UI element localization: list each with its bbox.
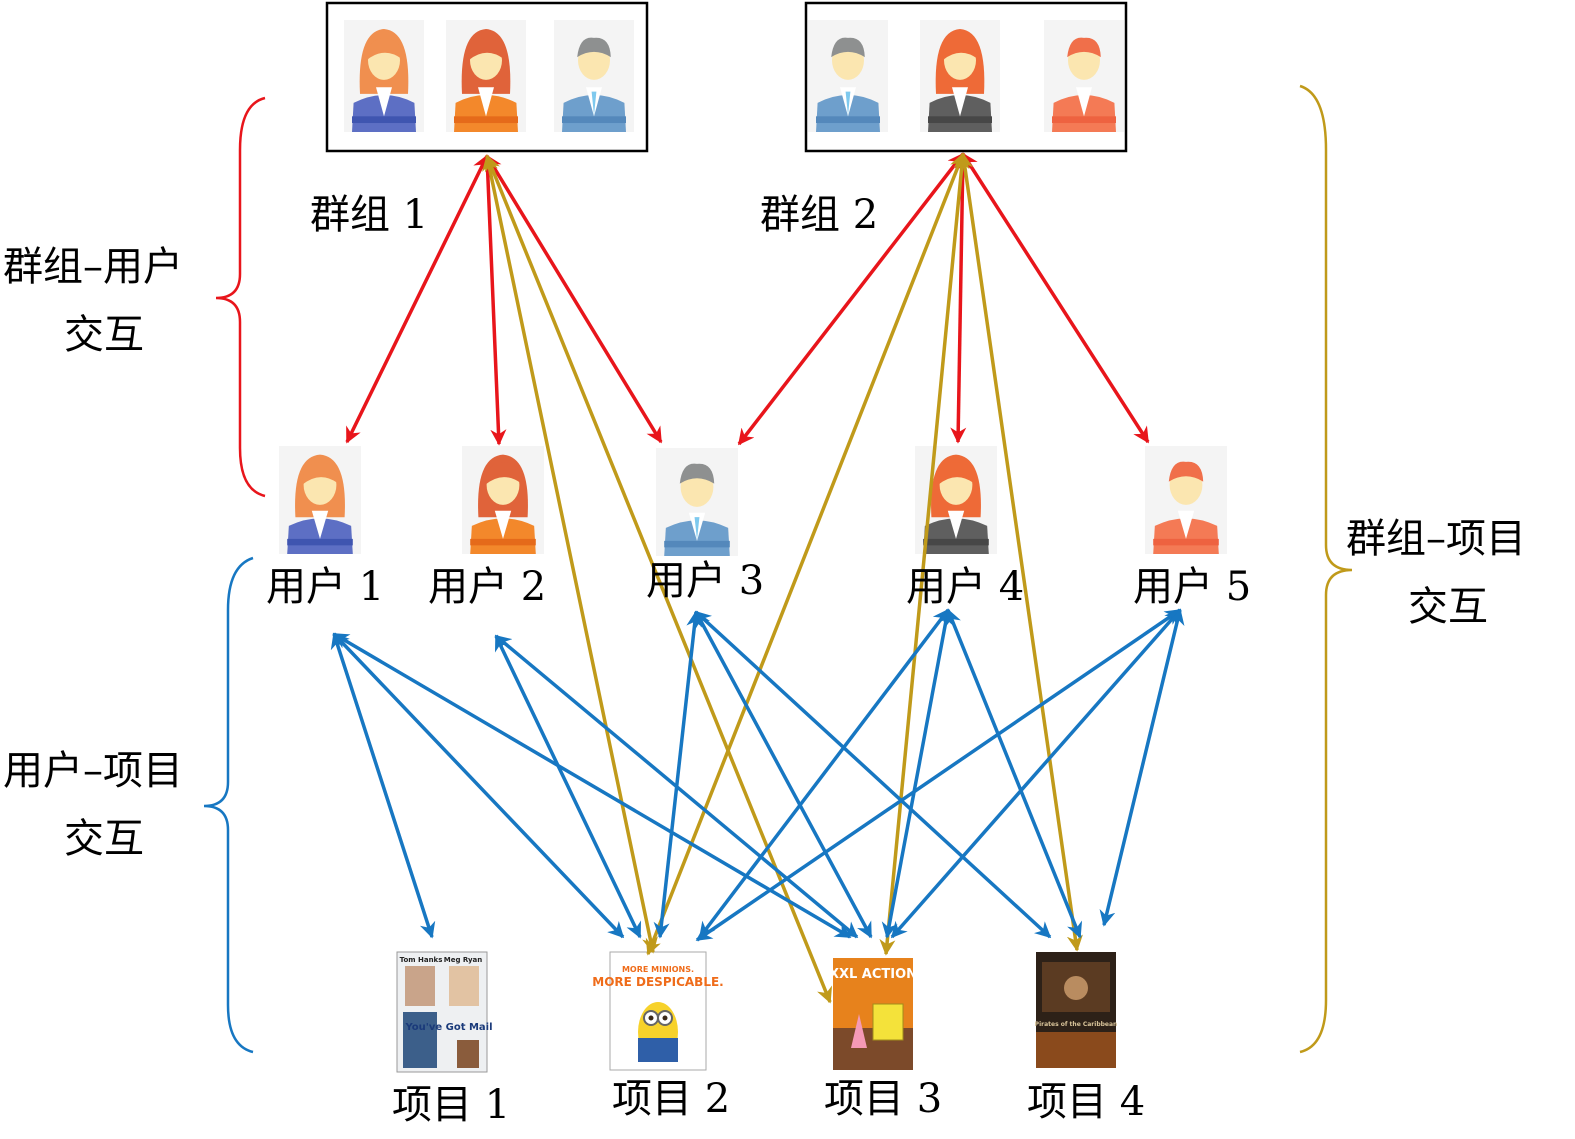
- item-3-label: 项目 3: [824, 1076, 942, 1122]
- user-1-label: 用户 1: [266, 564, 384, 610]
- group-2-member-3-avatar: [1044, 20, 1124, 132]
- group-2-member-1-avatar: [808, 20, 888, 132]
- user-1-item-1-edge: [330, 632, 436, 939]
- user-item-bracket-label-1: 用户–项目: [3, 748, 183, 794]
- group-1-user-3-edge: [485, 154, 663, 444]
- group-1-member-2-avatar: [446, 20, 526, 132]
- user-5-label: 用户 5: [1133, 564, 1251, 610]
- group-user-bracket-label-2: 交互: [64, 312, 144, 358]
- item-4-label: 项目 4: [1027, 1079, 1145, 1125]
- item-2-poster: MORE MINIONS.MORE DESPICABLE.: [592, 951, 724, 1071]
- item-2-label: 项目 2: [612, 1076, 730, 1122]
- item-2-poster-title-1: MORE MINIONS.: [622, 965, 694, 974]
- user-4-label: 用户 4: [906, 564, 1024, 610]
- user-1-avatar: [279, 446, 361, 554]
- user-item-bracket: [203, 556, 254, 1054]
- group-1-member-1-avatar: [344, 20, 424, 132]
- item-1-poster-cast-1: Tom Hanks: [400, 956, 443, 964]
- item-3-poster: XXL ACTION: [829, 958, 917, 1070]
- user-1-item-3-edge: [332, 632, 852, 939]
- group-item-bracket-label-2: 交互: [1408, 584, 1488, 630]
- group-1-member-3-avatar: [554, 20, 634, 132]
- group-user-bracket: [215, 96, 266, 498]
- user-3-avatar: [656, 448, 738, 556]
- item-1-poster-cast-2: Meg Ryan: [444, 956, 483, 964]
- group-1-label: 群组 1: [310, 192, 428, 238]
- item-2-poster-title-2: MORE DESPICABLE.: [592, 975, 723, 989]
- group-2-label: 群组 2: [760, 192, 878, 238]
- item-4-poster-title: Pirates of the Caribbean: [1035, 1021, 1118, 1028]
- user-3-item-4-edge: [694, 610, 1052, 939]
- user-item-bracket-label-2: 交互: [64, 816, 144, 862]
- group-1-user-1-edge: [345, 154, 489, 444]
- user-1-item-2-edge: [332, 632, 625, 939]
- user-2-avatar: [462, 446, 544, 554]
- user-3-item-2-edge: [653, 610, 703, 939]
- item-1-label: 项目 1: [392, 1082, 510, 1128]
- item-1-poster-title: You've Got Mail: [404, 1022, 492, 1033]
- user-5-avatar: [1145, 446, 1227, 554]
- item-3-poster-title: XXL ACTION: [829, 967, 917, 982]
- user-2-label: 用户 2: [428, 564, 546, 610]
- user-4-item-4-edge: [945, 608, 1083, 939]
- group-item-bracket: [1299, 84, 1353, 1054]
- group-user-bracket-label-1: 群组–用户: [3, 244, 183, 290]
- user-5-item-4-edge: [1099, 608, 1185, 927]
- user-3-label: 用户 3: [646, 558, 764, 604]
- group-2-member-2-avatar: [920, 20, 1000, 132]
- group-2-user-5-edge: [961, 152, 1150, 444]
- item-4-poster: Pirates of the Caribbean: [1035, 952, 1118, 1068]
- group-item-bracket-label-1: 群组–项目: [1346, 516, 1526, 562]
